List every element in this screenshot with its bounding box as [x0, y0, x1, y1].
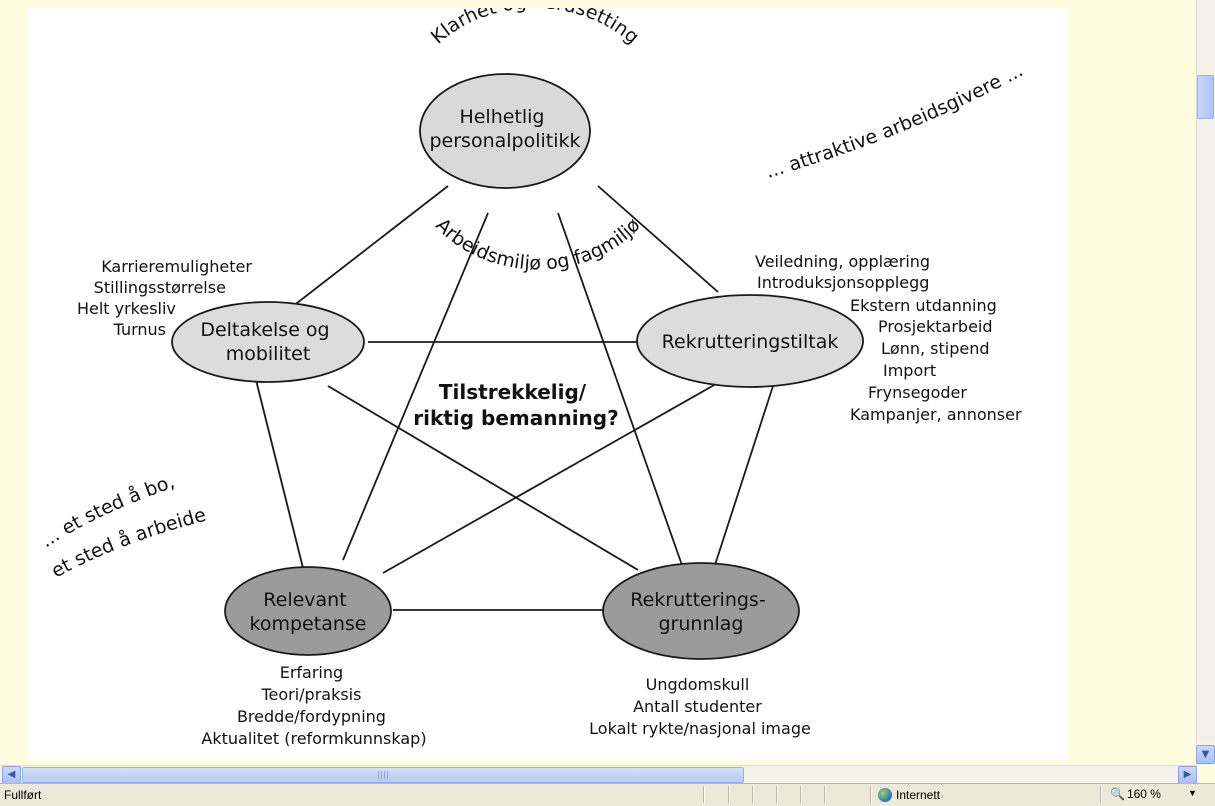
node-top-ellipse	[419, 73, 591, 189]
node-bottom-left-title: Relevant kompetanse	[250, 589, 367, 635]
edge-right-bottomright	[713, 385, 774, 569]
node-right-ellipse	[636, 294, 864, 388]
vertical-scroll-track[interactable]	[1197, 0, 1215, 743]
chevron-down-icon[interactable]: ▼	[1188, 788, 1197, 798]
edge-left-bottomleft	[255, 379, 304, 569]
node-bottom-left-ellipse	[224, 566, 392, 656]
status-divider	[824, 786, 826, 803]
edge-right-bottomleft	[382, 379, 724, 574]
zoom-magnifier-icon: 🔍	[1110, 787, 1125, 801]
diagram-panel: Helhetlig personalpolitikk Deltakelse og…	[28, 8, 1068, 760]
edge-top-bottomleft	[342, 212, 489, 561]
node-left-ellipse	[171, 301, 365, 383]
status-divider	[800, 786, 802, 803]
scroll-down-arrow-icon[interactable]: ▼	[1196, 745, 1215, 764]
connection-lines	[255, 185, 774, 611]
bottom-left-node-items: Erfaring Teori/praksis Bredde/fordypning…	[201, 663, 426, 748]
status-divider	[1100, 786, 1102, 803]
scroll-grip-icon	[378, 771, 390, 779]
node-bottom-right-title: Rekrutterings- grunnlag	[630, 589, 771, 635]
center-question: Tilstrekkelig/ riktig bemanning?	[413, 380, 618, 430]
edge-left-bottomright	[327, 385, 639, 571]
node-bottom-right-ellipse	[602, 562, 800, 660]
scroll-left-arrow-icon[interactable]: ◀	[2, 766, 21, 784]
scroll-right-arrow-icon[interactable]: ▶	[1178, 766, 1197, 784]
arc-bottom-text: Arbeidsmiljø og fagmiljø	[431, 214, 644, 274]
node-left-title: Deltakelse og mobilitet	[200, 319, 335, 365]
vertical-scroll-thumb[interactable]	[1197, 75, 1214, 119]
vertical-scrollbar[interactable]: ▼	[1196, 0, 1215, 765]
right-node-items: Veiledning, opplæring Introduksjonsopple…	[755, 252, 1022, 424]
status-divider	[870, 786, 872, 803]
zoom-level: 160 %	[1126, 787, 1161, 801]
status-divider	[776, 786, 778, 803]
horizontal-scroll-thumb[interactable]	[22, 767, 744, 783]
slogan-right: ... attraktive arbeidsgivere ...	[763, 59, 1026, 183]
edge-top-right	[597, 185, 719, 293]
edge-top-bottomright	[557, 212, 684, 569]
status-divider	[728, 786, 730, 803]
node-right-title: Rekrutteringstiltak	[662, 331, 839, 353]
bottom-right-node-items: Ungdomskull Antall studenter Lokalt rykt…	[589, 675, 811, 738]
status-divider	[752, 786, 754, 803]
node-top-title: Helhetlig personalpolitikk	[429, 106, 580, 152]
left-node-items: Karrieremuligheter Stillingsstørrelse He…	[77, 257, 257, 339]
diagram-canvas: Helhetlig personalpolitikk Deltakelse og…	[37, 8, 1027, 748]
horizontal-scrollbar[interactable]: ◀ ▶	[0, 765, 1197, 784]
status-bar: Fullført Internett 🔍160 % ▼	[0, 783, 1215, 806]
security-zone[interactable]: Internett	[878, 787, 940, 802]
edge-top-left	[287, 185, 449, 311]
globe-icon	[878, 787, 892, 802]
zone-label: Internett	[896, 787, 941, 802]
arc-top-text: Klarhet og verdsetting	[427, 8, 643, 48]
status-text: Fullført	[4, 788, 42, 802]
status-divider	[703, 786, 705, 803]
zoom-control[interactable]: 🔍160 %	[1110, 787, 1161, 801]
